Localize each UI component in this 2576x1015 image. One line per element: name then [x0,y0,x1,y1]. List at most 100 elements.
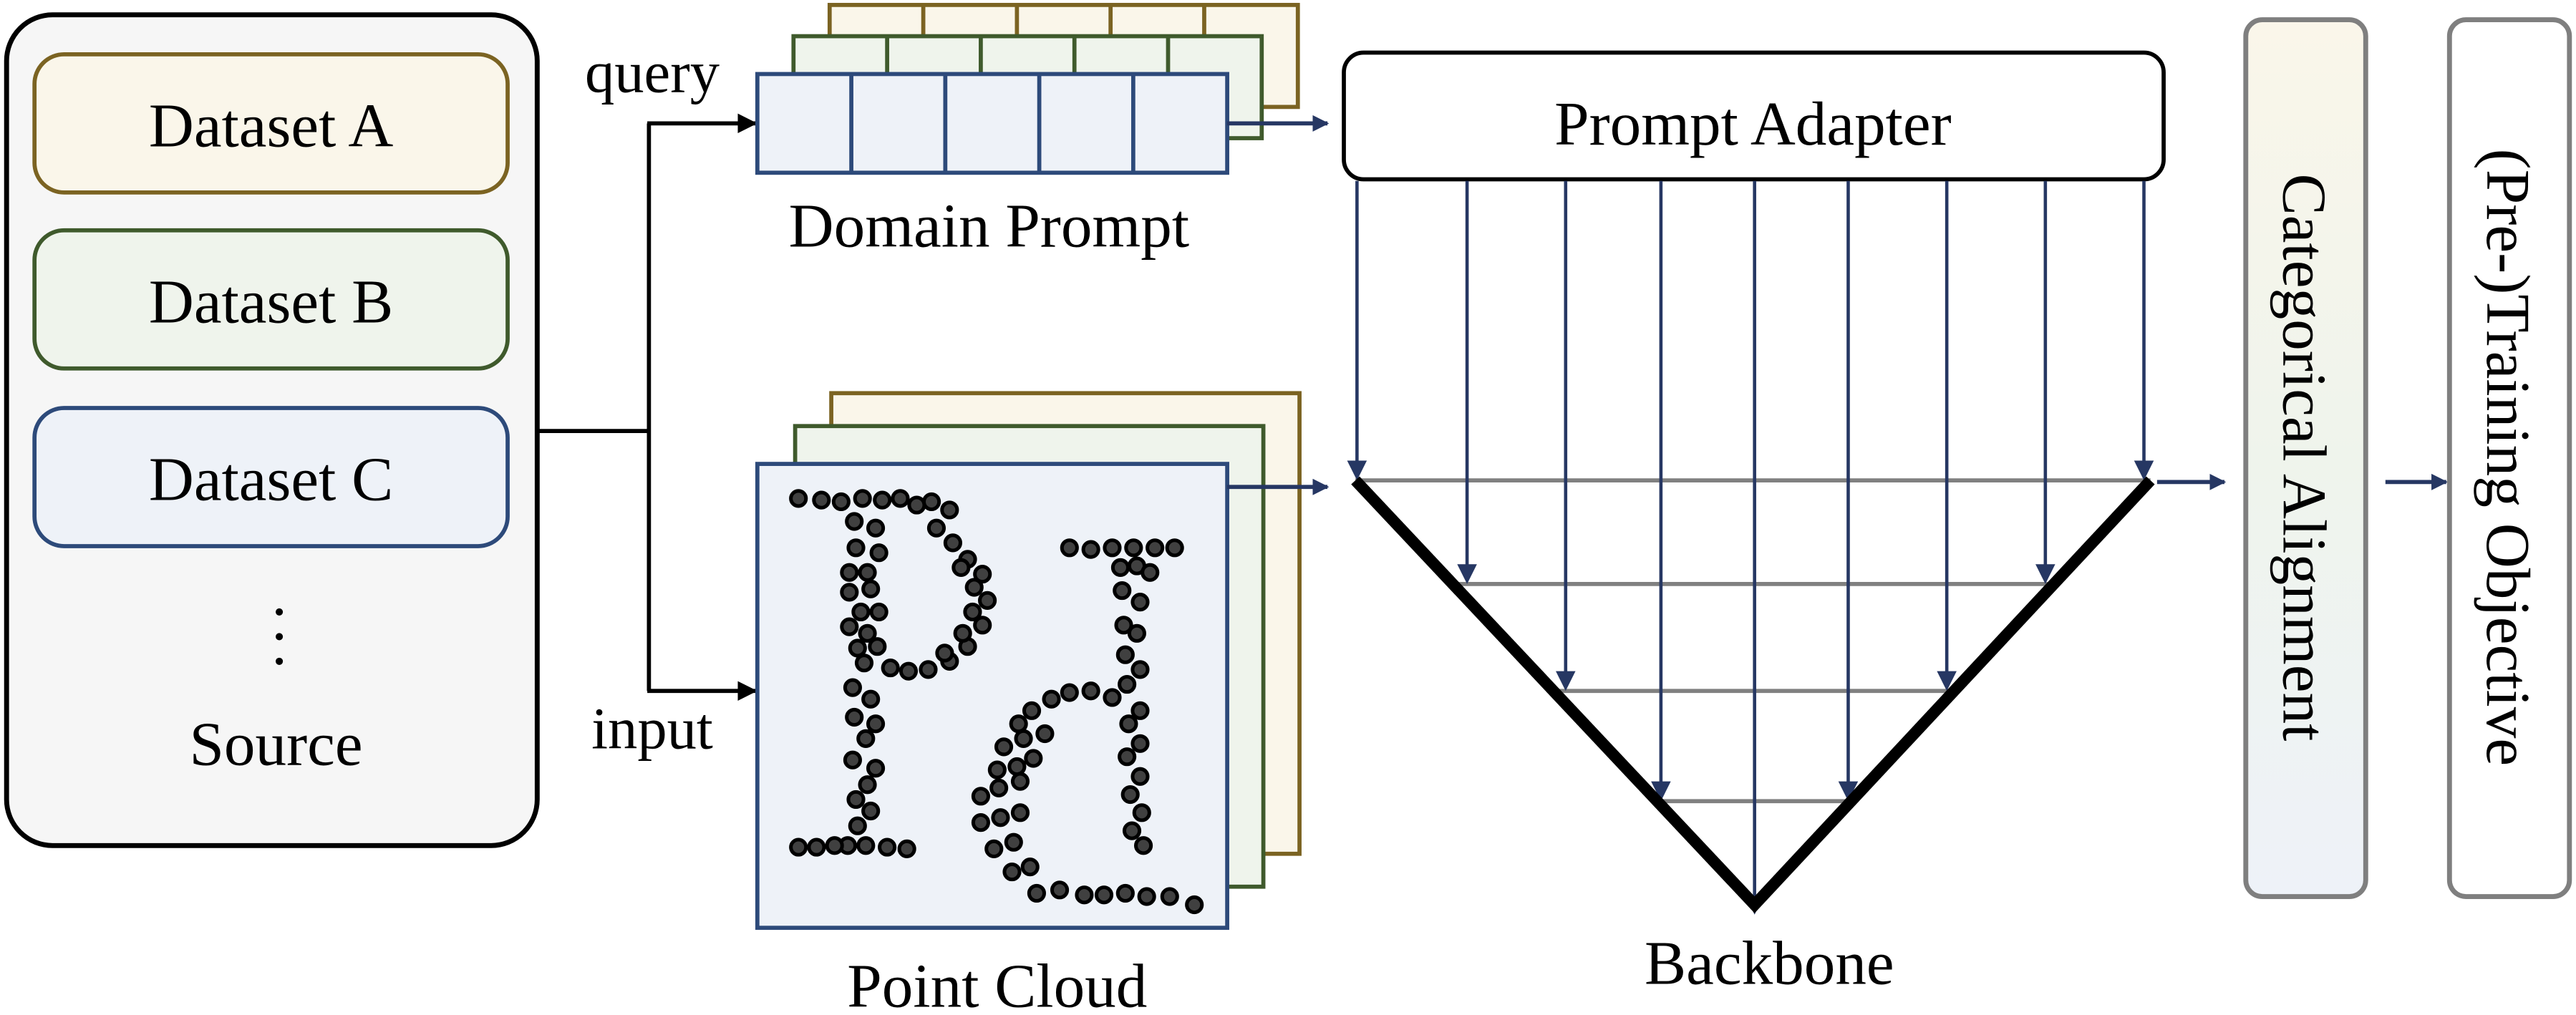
point-24 [854,654,874,673]
training-objective-label: (Pre-)Training Objective [2474,149,2543,766]
injection-arrowhead-6 [1838,781,1859,802]
point-7 [907,495,926,515]
point-105 [1020,858,1040,877]
point-85 [1022,701,1042,720]
point-78 [1118,747,1137,767]
point-9 [940,500,959,520]
point-34 [899,661,919,681]
point-76 [1119,714,1138,734]
dataset-c-box[interactable]: Dataset C [32,406,510,548]
point-25 [926,518,946,538]
point-5 [873,490,892,510]
point-cloud[interactable]: Point Cloud [755,391,1302,1015]
injection-arrowhead-4 [1651,781,1671,802]
point-15 [858,563,877,582]
point-26 [943,533,962,553]
backbone-label: Backbone [1645,928,1894,997]
point-1 [789,489,808,508]
point-82 [1122,821,1142,840]
point-69 [1130,593,1150,612]
dataset-c-label: Dataset C [149,445,393,514]
injection-arrowhead-9 [2134,460,2154,481]
point-37 [964,578,984,597]
prompt-adapter[interactable]: Prompt Adapter [1342,50,2166,182]
point-91 [1014,729,1033,748]
point-cloud-label: Point Cloud [847,951,1147,1015]
point-107 [1050,880,1070,900]
dataset-b-box[interactable]: Dataset B [32,228,510,371]
point-101 [1010,803,1030,822]
point-30 [973,616,992,635]
point-62 [1124,538,1143,558]
point-16 [840,583,859,602]
point-86 [1042,689,1061,709]
point-71 [1127,623,1146,643]
point-38 [963,602,982,622]
point-3 [831,492,851,512]
routing-connector: query input [537,39,757,762]
point-64 [1165,538,1184,558]
point-109 [1094,885,1114,905]
dataset-a-box[interactable]: Dataset A [32,52,510,195]
point-60 [1081,540,1100,559]
point-8 [921,492,941,512]
point-21 [858,623,877,643]
point-14 [840,563,859,582]
point-96 [971,787,990,806]
point-111 [1137,887,1156,906]
point-68 [1113,581,1132,601]
point-23 [868,637,887,656]
domain-prompt[interactable]: Domain Prompt [755,3,1300,261]
dataset-a-label: Dataset A [149,90,393,160]
point-33 [919,660,938,679]
source-label: Source [189,709,362,779]
point-94 [1007,757,1027,777]
point-95 [1024,749,1043,768]
point-cloud-points [789,489,1204,915]
point-83 [1133,836,1153,855]
point-36 [952,558,971,577]
point-49 [846,790,866,810]
point-110 [1115,883,1135,903]
point-17 [861,579,881,598]
point-58 [897,839,916,858]
injection-arrowhead-2 [1457,564,1477,584]
point-104 [1002,862,1022,882]
input-label: input [591,696,713,762]
point-48 [858,775,877,795]
point-cloud-layer-c [755,462,1229,931]
point-56 [825,836,844,855]
injection-arrowhead-1 [1347,460,1367,481]
categorical-alignment[interactable]: Categorical Alignment [2243,17,2368,899]
point-99 [971,813,990,832]
point-19 [869,602,888,622]
point-80 [1120,785,1140,805]
injection-arrowhead-3 [1556,671,1576,691]
point-22 [848,638,867,658]
point-61 [1103,538,1122,558]
point-67 [1141,563,1160,582]
point-93 [987,760,1007,780]
point-70 [1114,616,1133,635]
point-41 [843,678,862,697]
point-43 [845,707,864,727]
backbone: Backbone [1347,180,2155,997]
point-6 [891,489,910,508]
point-106 [1027,883,1046,903]
point-75 [1130,701,1150,720]
point-87 [1060,683,1079,702]
point-74 [1118,674,1137,694]
point-92 [1035,724,1055,744]
point-40 [935,644,954,663]
point-72 [1115,645,1135,664]
point-102 [984,839,1004,858]
point-18 [851,602,871,622]
point-88 [1081,681,1100,701]
point-84 [1009,714,1028,734]
domain-prompt-layer-c [755,72,1229,175]
point-57 [878,837,897,857]
adapter-injection-arrows [1347,180,2154,915]
point-29 [978,591,997,610]
training-objective[interactable]: (Pre-)Training Objective [2446,17,2572,899]
